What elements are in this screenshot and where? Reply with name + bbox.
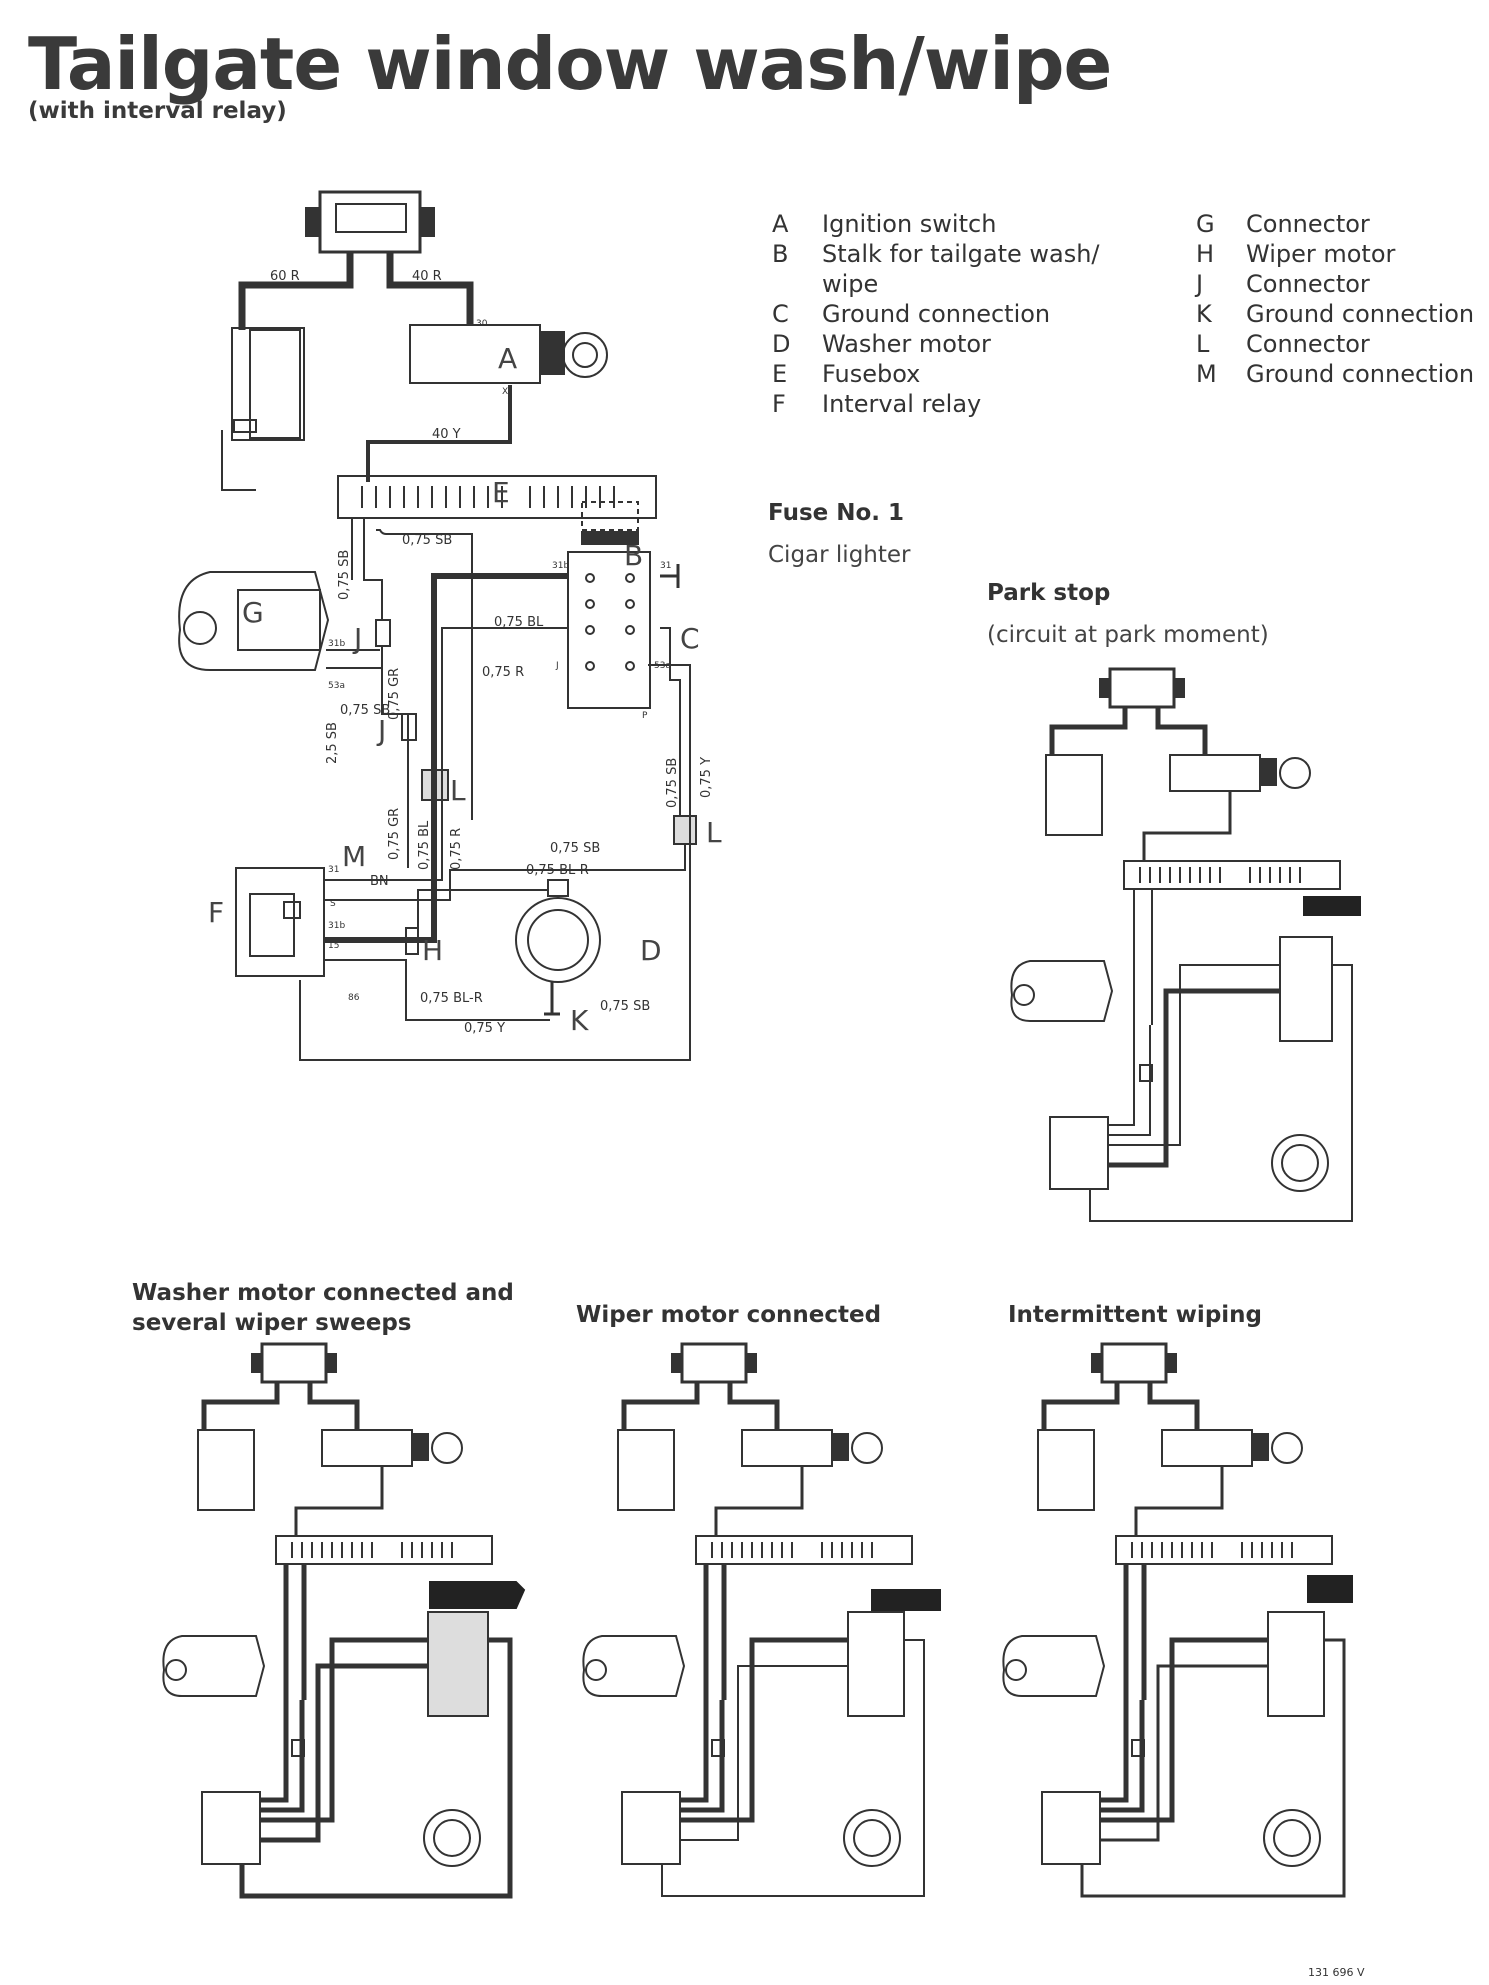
stalk-switch bbox=[567, 501, 651, 709]
connector-j-upper bbox=[375, 619, 391, 647]
main-part-labels: A E B C G J J L L M F H D K bbox=[208, 342, 722, 1037]
legend-item: wipe bbox=[822, 270, 879, 298]
caption-washer-line1: Washer motor connected and bbox=[132, 1280, 514, 1306]
wire-label: 0,75 BL-R bbox=[420, 991, 483, 1006]
wire-label: 0,75 GR bbox=[387, 808, 402, 860]
caption-intermittent: Intermittent wiping bbox=[1008, 1302, 1262, 1328]
label-e: E bbox=[492, 476, 510, 509]
label-h: G bbox=[242, 596, 264, 629]
wire-label: 0,75 SB bbox=[665, 758, 680, 808]
label-l-right: L bbox=[706, 816, 722, 849]
fusebox bbox=[337, 475, 657, 519]
terminal-label: S bbox=[330, 899, 336, 909]
terminal-label: 31b bbox=[328, 921, 345, 931]
terminal-label: 30 bbox=[476, 319, 488, 329]
label-j-upper: J bbox=[352, 622, 362, 655]
wire-label: 0,75 BL-R bbox=[526, 863, 589, 878]
wire-label: 40 R bbox=[412, 269, 442, 284]
wire-label: 60 R bbox=[270, 269, 300, 284]
wire-label: 0,75 Y bbox=[464, 1021, 505, 1036]
terminal-label: 53a bbox=[654, 661, 671, 671]
wire-label: 0,75 Y bbox=[699, 757, 714, 798]
label-a: A bbox=[498, 342, 517, 375]
wire-label: 0,75 GR bbox=[387, 668, 402, 720]
label-m: M bbox=[342, 840, 366, 873]
terminal-label: 31b bbox=[328, 639, 345, 649]
terminal-label: 86 bbox=[348, 993, 360, 1003]
wire-label: 0,75 SB bbox=[402, 533, 452, 548]
label-k: K bbox=[570, 1004, 589, 1037]
wire-label: 2,5 SB bbox=[325, 722, 340, 764]
battery bbox=[221, 327, 305, 491]
label-f: F bbox=[208, 896, 224, 929]
label-d: D bbox=[640, 934, 662, 967]
main-wiring-diagram: A E B C G J J L L M F H D K 60 R 40 R 40… bbox=[178, 190, 722, 1061]
page-subtitle: (with interval relay) bbox=[28, 98, 287, 124]
fuse-title: Fuse No. 1 bbox=[768, 500, 905, 526]
terminal-label: X bbox=[502, 387, 508, 397]
wire-label: 0,75 R bbox=[482, 665, 524, 680]
wiper-motor-diagram bbox=[582, 1342, 941, 1897]
terminal-label: P bbox=[642, 711, 648, 721]
main-wire-labels: 60 R 40 R 40 Y 0,75 SB 0,75 BL 0,75 R 0,… bbox=[270, 269, 714, 1036]
label-b: B bbox=[624, 539, 643, 572]
wire-label: 0,75 SB bbox=[600, 999, 650, 1014]
caption-wiper: Wiper motor connected bbox=[576, 1302, 882, 1328]
terminal-label: 53a bbox=[328, 681, 345, 691]
terminal-label: 31 bbox=[328, 865, 339, 875]
label-c: C bbox=[680, 622, 700, 655]
park-stop-title: Park stop bbox=[987, 580, 1111, 606]
interval-relay bbox=[235, 867, 325, 977]
main-terminal-labels: 30 X 31b 53a 31 31b J 53a P 31 S 31b 15 … bbox=[328, 319, 671, 1003]
ignition-switch bbox=[409, 324, 608, 384]
terminal-label: J bbox=[555, 661, 559, 671]
washer-sweeps-diagram bbox=[162, 1342, 526, 1899]
wire-label: 40 Y bbox=[432, 427, 461, 442]
fuse-text: Cigar lighter bbox=[768, 542, 911, 568]
terminal-label: 31 bbox=[660, 561, 671, 571]
figure-number: 131 696 V bbox=[1308, 1966, 1365, 1979]
wire-label: 0,75 SB bbox=[337, 550, 352, 600]
terminal-label: 31b bbox=[552, 561, 569, 571]
page-title: Tailgate window wash/wipe bbox=[28, 22, 1112, 106]
wire-label: 0,75 BL bbox=[417, 820, 432, 870]
label-l-left: L bbox=[450, 774, 466, 807]
wire-label: 0,75 SB bbox=[550, 841, 600, 856]
park-stop-text: (circuit at park moment) bbox=[987, 622, 1269, 648]
connector-l-right bbox=[673, 815, 697, 845]
terminal-label: 15 bbox=[328, 941, 339, 951]
wire-label: 0,75 R bbox=[449, 828, 464, 870]
label-g: H bbox=[422, 934, 443, 967]
intermittent-wiping-diagram bbox=[1002, 1342, 1353, 1898]
main-connector-top bbox=[305, 190, 435, 254]
wiper-motor bbox=[178, 571, 330, 671]
park-stop-diagram bbox=[1010, 667, 1361, 1222]
wire-label: 0,75 BL bbox=[494, 615, 544, 630]
wire-label: BN bbox=[370, 874, 389, 889]
washer-motor bbox=[515, 879, 601, 1016]
wire-label: 0,75 SB bbox=[340, 703, 390, 718]
caption-washer-line2: several wiper sweeps bbox=[132, 1310, 412, 1336]
label-j-lower: J bbox=[376, 714, 386, 747]
